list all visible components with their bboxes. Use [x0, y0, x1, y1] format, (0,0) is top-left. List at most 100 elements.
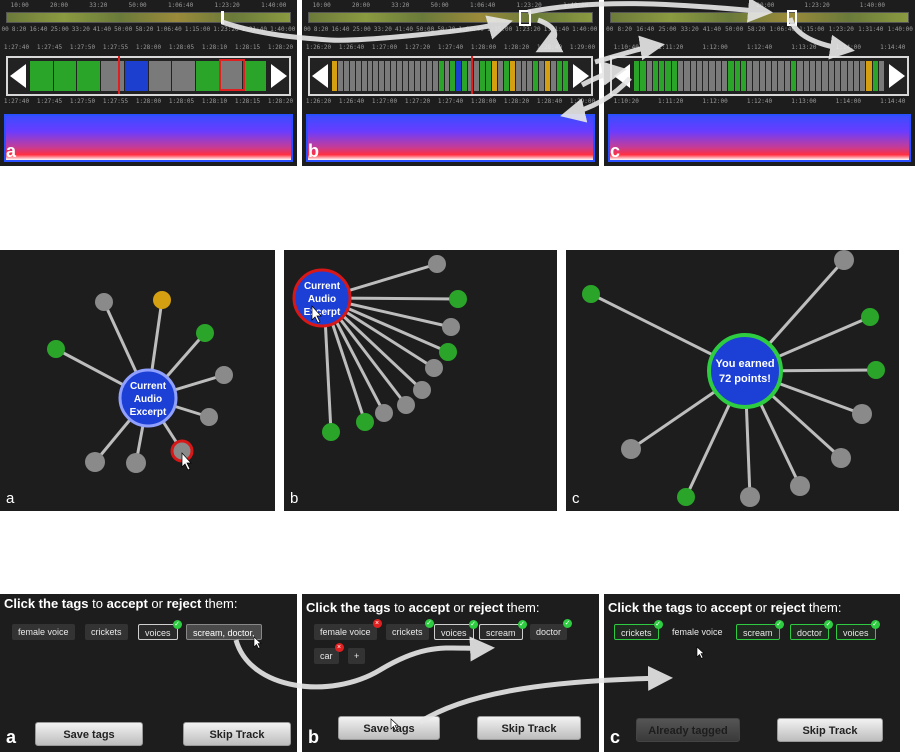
audio-segment[interactable]: [355, 61, 361, 91]
audio-segment[interactable]: [503, 61, 509, 91]
audio-segment[interactable]: [403, 61, 408, 91]
tag-chip[interactable]: doctor✓: [790, 620, 834, 640]
audio-segment[interactable]: [562, 61, 568, 91]
audio-segment[interactable]: [778, 61, 784, 91]
tag-chip[interactable]: female voice: [672, 627, 723, 637]
tag-chip[interactable]: voices✓: [836, 620, 880, 640]
audio-segment[interactable]: [835, 61, 841, 91]
tag-chip[interactable]: voices✓: [434, 620, 478, 640]
audio-segment[interactable]: [860, 61, 866, 91]
audio-segment[interactable]: [509, 61, 515, 91]
audio-segment[interactable]: [533, 61, 539, 91]
audio-segment[interactable]: [450, 61, 456, 91]
audio-segment[interactable]: [853, 61, 860, 91]
audio-segment[interactable]: [557, 61, 562, 91]
audio-segment[interactable]: [872, 61, 878, 91]
scroll-left-arrow-icon[interactable]: [614, 64, 630, 88]
audio-segment[interactable]: [747, 61, 753, 91]
audio-segment[interactable]: [485, 61, 491, 91]
audio-segment[interactable]: [677, 61, 684, 91]
audio-segment[interactable]: [684, 61, 690, 91]
audio-segment[interactable]: [772, 61, 778, 91]
audio-segment[interactable]: [797, 61, 803, 91]
audio-segment[interactable]: [709, 61, 715, 91]
audio-segment[interactable]: [652, 61, 659, 91]
overview-cursor[interactable]: [787, 10, 797, 26]
audio-segment[interactable]: [545, 61, 551, 91]
audio-segment[interactable]: [456, 61, 462, 91]
audio-segment[interactable]: [391, 61, 397, 91]
tag-chip[interactable]: scream✓: [479, 620, 527, 640]
audio-segment[interactable]: [640, 61, 646, 91]
audio-segment[interactable]: [828, 61, 834, 91]
save-tags-button[interactable]: Save tags: [338, 716, 440, 740]
audio-segment[interactable]: [703, 61, 709, 91]
audio-segment[interactable]: [527, 61, 533, 91]
audio-segment[interactable]: [373, 61, 379, 91]
audio-segment[interactable]: [659, 61, 665, 91]
save-tags-button[interactable]: Save tags: [35, 722, 143, 746]
audio-segment[interactable]: [497, 61, 503, 91]
audio-segment[interactable]: [803, 61, 809, 91]
audio-segment[interactable]: [696, 61, 703, 91]
tag-chip[interactable]: doctor✓: [530, 619, 573, 640]
audio-segment[interactable]: [734, 61, 740, 91]
skip-track-button[interactable]: Skip Track: [183, 722, 291, 746]
audio-segment[interactable]: [349, 61, 355, 91]
audio-segment[interactable]: [740, 61, 747, 91]
audio-segment[interactable]: [878, 61, 885, 91]
scroll-right-arrow-icon[interactable]: [573, 64, 589, 88]
tag-chip[interactable]: crickets✓: [386, 619, 434, 640]
audio-segment[interactable]: [219, 61, 243, 91]
tag-chip[interactable]: scream✓: [736, 620, 784, 640]
audio-segment[interactable]: [408, 61, 414, 91]
audio-segment[interactable]: [367, 61, 373, 91]
audio-segment[interactable]: [243, 61, 267, 91]
audio-segment[interactable]: [172, 61, 195, 91]
overview-cursor[interactable]: [221, 11, 224, 24]
audio-segment[interactable]: [432, 61, 438, 91]
scroll-right-arrow-icon[interactable]: [271, 64, 287, 88]
scroll-right-arrow-icon[interactable]: [889, 64, 905, 88]
audio-segment[interactable]: [728, 61, 734, 91]
audio-segment[interactable]: [791, 61, 797, 91]
scroll-left-arrow-icon[interactable]: [10, 64, 26, 88]
audio-segment[interactable]: [148, 61, 172, 91]
audio-segment[interactable]: [468, 61, 474, 91]
audio-segment[interactable]: [753, 61, 759, 91]
audio-segment[interactable]: [53, 61, 77, 91]
overview-timeline[interactable]: [308, 10, 593, 26]
audio-segment[interactable]: [671, 61, 677, 91]
audio-segment[interactable]: [822, 61, 828, 91]
audio-segment[interactable]: [343, 61, 349, 91]
audio-segment[interactable]: [690, 61, 696, 91]
audio-segment[interactable]: [841, 61, 847, 91]
audio-segment[interactable]: [551, 61, 557, 91]
skip-track-button[interactable]: Skip Track: [777, 718, 883, 742]
audio-segment[interactable]: [124, 61, 148, 91]
tag-chip[interactable]: crickets: [85, 624, 128, 640]
overview-cursor[interactable]: [519, 10, 531, 26]
audio-segment[interactable]: [665, 61, 671, 91]
tag-chip[interactable]: female voice: [12, 624, 75, 640]
audio-segment[interactable]: [521, 61, 527, 91]
tag-chip[interactable]: car×: [314, 643, 344, 664]
audio-segment[interactable]: [444, 61, 450, 91]
tag-input[interactable]: scream, doctor,: [186, 624, 262, 640]
audio-segment[interactable]: [101, 61, 124, 91]
audio-segment[interactable]: [759, 61, 765, 91]
tag-chip[interactable]: female voice×: [314, 619, 382, 640]
audio-segment[interactable]: [397, 61, 403, 91]
overview-timeline[interactable]: [610, 10, 909, 26]
audio-segment[interactable]: [646, 61, 652, 91]
audio-segment[interactable]: [30, 61, 53, 91]
audio-segment[interactable]: [426, 61, 432, 91]
add-tag-button[interactable]: +: [348, 648, 366, 664]
scroll-left-arrow-icon[interactable]: [312, 64, 328, 88]
audio-segment[interactable]: [847, 61, 853, 91]
audio-segment[interactable]: [420, 61, 426, 91]
audio-segment[interactable]: [784, 61, 791, 91]
tag-chip[interactable]: crickets✓: [614, 620, 663, 640]
audio-segment[interactable]: [337, 61, 343, 91]
audio-segment[interactable]: [515, 61, 521, 91]
